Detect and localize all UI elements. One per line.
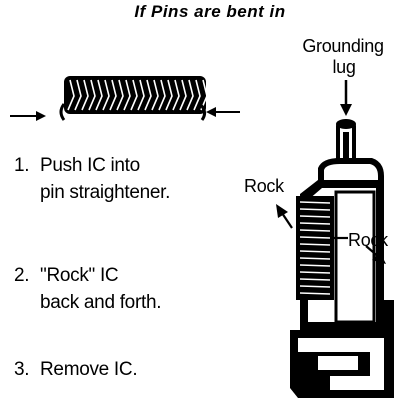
pin-straightener-tool: [290, 119, 394, 398]
ic-pin-line: [299, 292, 331, 295]
pin-line: [95, 79, 103, 111]
ic-pin-line: [299, 278, 331, 281]
pin-line: [179, 79, 187, 111]
ic-pin-line: [299, 215, 331, 218]
ic-pin-line: [299, 243, 331, 246]
pin-line: [74, 79, 82, 111]
step-text-line: Push IC into: [40, 155, 140, 176]
ic-pin-line: [299, 257, 331, 260]
pin-line: [81, 79, 89, 111]
step-2: 2. "Rock" IC back and forth.: [14, 262, 162, 316]
ic-pin-line: [299, 271, 331, 274]
rock-label-left: Rock: [244, 176, 284, 196]
ic-pin-line: [299, 264, 331, 267]
pin-line: [116, 79, 124, 111]
pin-line: [130, 79, 138, 111]
rock-label-right: Rock: [348, 230, 388, 250]
pin-line: [67, 79, 75, 111]
pin-line: [165, 79, 173, 111]
ic-pin-line: [299, 222, 331, 225]
ic-pin-line: [299, 229, 331, 232]
step-number: 1.: [14, 155, 30, 176]
step-3: 3. Remove IC.: [14, 356, 138, 383]
rock-arrow-right-icon: [334, 236, 386, 264]
step-1: 1. Push IC into pin straightener.: [14, 152, 170, 206]
step-text-line: pin straightener.: [40, 182, 171, 203]
pin-line: [144, 79, 152, 111]
rock-arrow-left-icon: [276, 204, 293, 229]
push-arrow-right-icon: [206, 107, 240, 117]
pin-line: [137, 79, 145, 111]
push-arrow-left-icon: [10, 111, 46, 121]
pin-line: [193, 79, 201, 111]
lug-label: lug: [332, 57, 356, 77]
pin-line: [158, 79, 166, 111]
step-number: 3.: [14, 359, 30, 380]
pin-line: [172, 79, 180, 111]
grounding-arrow-icon: [340, 80, 352, 116]
grounding-label: Grounding: [302, 36, 384, 56]
pin-line: [186, 79, 194, 111]
pin-line: [88, 79, 96, 111]
ic-pin-line: [299, 250, 331, 253]
pin-line: [102, 79, 110, 111]
step-text-line: Remove IC.: [40, 359, 138, 380]
ic-with-bent-pins: [59, 76, 208, 121]
pin-line: [123, 79, 131, 111]
ic-pin-line: [299, 236, 331, 239]
pin-line: [151, 79, 159, 111]
step-text-line: back and forth.: [40, 292, 162, 313]
pin-line: [109, 79, 117, 111]
ic-pin-line: [299, 208, 331, 211]
page-title: If Pins are bent in: [134, 2, 286, 21]
ic-pin-line: [299, 285, 331, 288]
step-number: 2.: [14, 265, 30, 286]
step-text-line: "Rock" IC: [40, 265, 119, 286]
ic-pin-line: [299, 201, 331, 204]
